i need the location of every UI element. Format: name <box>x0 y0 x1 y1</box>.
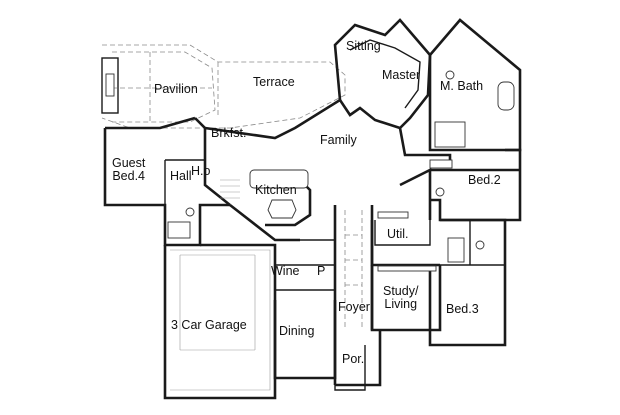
room-label-pavilion: Pavilion <box>154 82 198 96</box>
garage-hatching <box>170 249 271 391</box>
util-counter <box>377 211 409 219</box>
room-label-family: Family <box>320 133 357 147</box>
bed3-tub <box>447 237 465 263</box>
master-tub <box>497 81 515 111</box>
room-label-bed3: Bed.3 <box>446 302 479 316</box>
room-label-bed2: Bed.2 <box>468 173 501 187</box>
room-label-h-o: H.o <box>191 164 211 178</box>
stairs <box>220 179 240 199</box>
room-label-dining: Dining <box>279 324 315 338</box>
room-label-por: Por. <box>342 352 365 366</box>
foyer-corridor <box>344 210 363 330</box>
bed2-vanity <box>429 159 453 169</box>
room-label-p: P <box>317 264 326 278</box>
hall-bath-tub <box>167 221 191 239</box>
study-counter <box>377 265 437 272</box>
room-label-guest-bed4: Guest Bed.4 <box>112 156 146 183</box>
room-label-master: Master <box>382 68 421 82</box>
room-label-terrace: Terrace <box>253 75 295 89</box>
room-label-sitting: Sitting <box>346 39 381 53</box>
kitchen-island <box>249 169 309 189</box>
toilet-3 <box>475 240 485 250</box>
room-label-wine: Wine <box>271 264 300 278</box>
toilet-4 <box>445 70 455 80</box>
room-label-m-bath: M. Bath <box>440 79 484 93</box>
room-label-brkfst: Brkfst. <box>211 126 247 140</box>
room-label-kitchen: Kitchen <box>255 183 297 197</box>
terrace-outline <box>101 44 346 129</box>
room-label-foyer: Foyer <box>338 300 370 314</box>
toilet-1 <box>185 207 195 217</box>
room-label-study-living: Study/ Living <box>383 284 419 311</box>
master-shower <box>434 121 466 148</box>
kitchen-table <box>267 199 297 219</box>
room-label-hall: Hall <box>170 169 192 183</box>
exterior-walls <box>103 18 522 400</box>
pavilion-fireplace <box>101 57 119 114</box>
toilet-2 <box>435 187 445 197</box>
room-label-3-car-garage: 3 Car Garage <box>171 318 247 332</box>
room-label-util: Util. <box>387 227 409 241</box>
